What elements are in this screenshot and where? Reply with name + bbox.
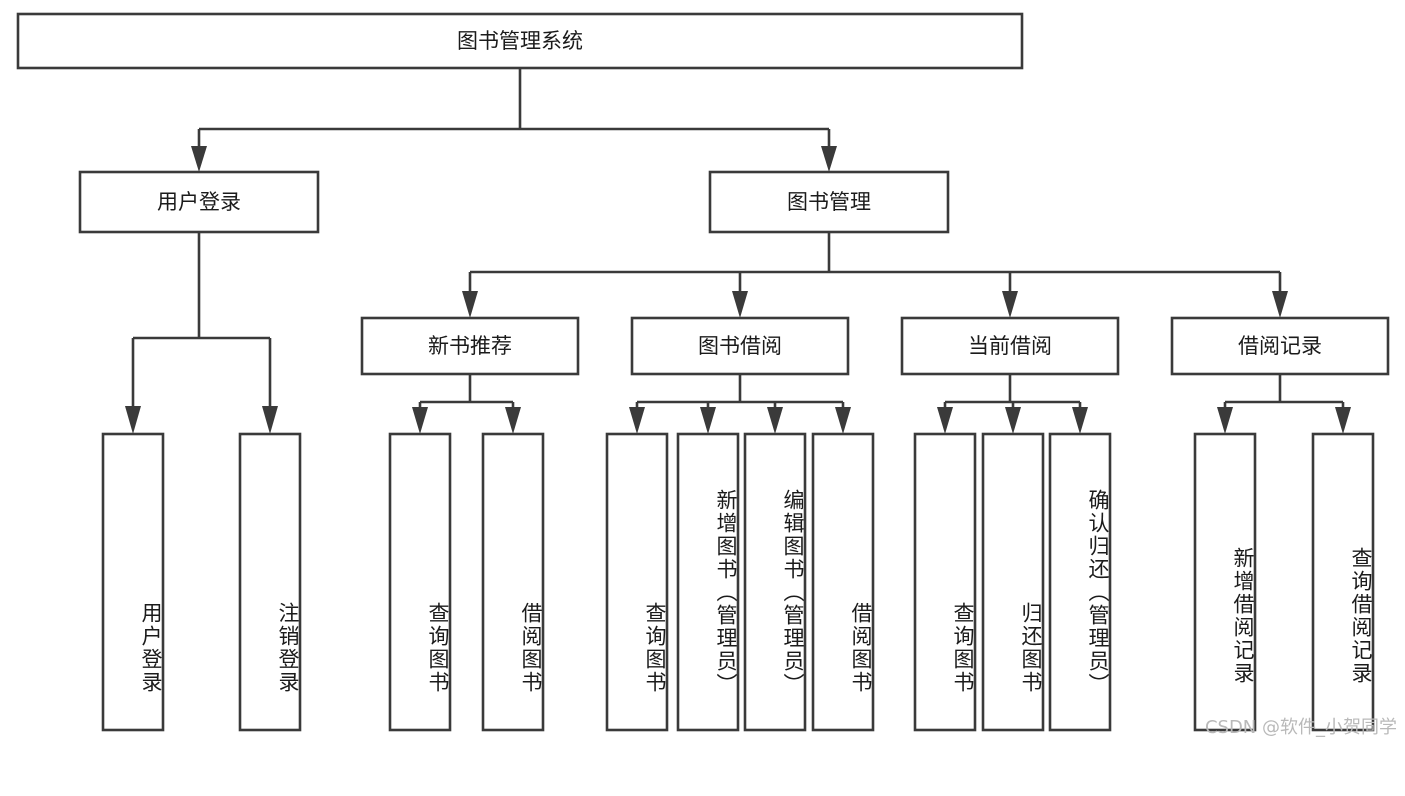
node-box-leaf-query-book-current[interactable] xyxy=(913,432,977,732)
node-box-leaf-query-book-borrow[interactable] xyxy=(605,432,669,732)
node-label-root: 图书管理系统 xyxy=(457,29,583,53)
node-box-leaf-query-book-recommend[interactable] xyxy=(388,432,452,732)
node-label-new-book-recommend: 新书推荐 xyxy=(428,334,512,358)
node-label-book-manage: 图书管理 xyxy=(787,190,871,214)
flowchart-canvas: 图书管理系统 用户登录 图书管理 新书推荐 图书借阅 当前借阅 借阅记录 xyxy=(16,12,1397,738)
node-box-current-borrow[interactable] xyxy=(900,316,1120,376)
arrow-root-to-user-login xyxy=(191,146,207,172)
node-box-leaf-borrow-book-recommend[interactable] xyxy=(481,432,545,732)
node-box-book-manage[interactable] xyxy=(708,170,950,234)
arrow-recommend-leaf-2 xyxy=(505,407,521,434)
connector-layer xyxy=(125,68,1351,434)
node-label-user-login: 用户登录 xyxy=(157,190,241,214)
arrow-bookmanage-child-4 xyxy=(1272,291,1288,318)
arrow-borrowrecord-leaf-1 xyxy=(1217,407,1233,434)
node-box-leaf-logout-login[interactable] xyxy=(238,432,302,732)
node-box-leaf-return-book[interactable] xyxy=(981,432,1045,732)
flowchart-svg: 图书管理系统 用户登录 图书管理 新书推荐 图书借阅 当前借阅 借阅记录 xyxy=(16,12,1390,732)
node-box-leaf-borrow-book[interactable] xyxy=(811,432,875,732)
node-box-root[interactable] xyxy=(16,12,1024,70)
arrow-currentborrow-leaf-1 xyxy=(937,407,953,434)
arrow-currentborrow-leaf-2 xyxy=(1005,407,1021,434)
node-box-leaf-edit-book-admin[interactable] xyxy=(743,432,807,732)
watermark-text: CSDN @软件_小贺同学 xyxy=(1204,717,1397,738)
node-box-book-borrow[interactable] xyxy=(630,316,850,376)
node-label-book-borrow: 图书借阅 xyxy=(698,334,782,358)
arrow-bookmanage-child-2 xyxy=(732,291,748,318)
arrow-userlogin-leaf-1 xyxy=(125,406,141,434)
arrow-bookborrow-leaf-2 xyxy=(700,407,716,434)
arrow-bookmanage-child-1 xyxy=(462,291,478,318)
arrow-userlogin-leaf-2 xyxy=(262,406,278,434)
node-box-new-book-recommend[interactable] xyxy=(360,316,580,376)
arrow-bookborrow-leaf-3 xyxy=(767,407,783,434)
node-box-leaf-user-login[interactable] xyxy=(101,432,165,732)
node-box-leaf-add-book-admin[interactable] xyxy=(676,432,740,732)
arrow-bookmanage-child-3 xyxy=(1002,291,1018,318)
arrow-root-to-book-manage xyxy=(821,146,837,172)
node-label-borrow-record: 借阅记录 xyxy=(1238,334,1322,358)
arrow-bookborrow-leaf-1 xyxy=(629,407,645,434)
node-box-leaf-confirm-return-admin[interactable] xyxy=(1048,432,1112,732)
node-layer: 图书管理系统 用户登录 图书管理 新书推荐 图书借阅 当前借阅 借阅记录 xyxy=(16,12,1390,732)
node-label-current-borrow: 当前借阅 xyxy=(968,334,1052,358)
arrow-borrowrecord-leaf-2 xyxy=(1335,407,1351,434)
node-box-user-login[interactable] xyxy=(78,170,320,234)
arrow-currentborrow-leaf-3 xyxy=(1072,407,1088,434)
arrow-recommend-leaf-1 xyxy=(412,407,428,434)
node-box-borrow-record[interactable] xyxy=(1170,316,1390,376)
node-box-leaf-query-borrow-record[interactable] xyxy=(1311,432,1375,732)
node-box-leaf-add-borrow-record[interactable] xyxy=(1193,432,1257,732)
arrow-bookborrow-leaf-4 xyxy=(835,407,851,434)
